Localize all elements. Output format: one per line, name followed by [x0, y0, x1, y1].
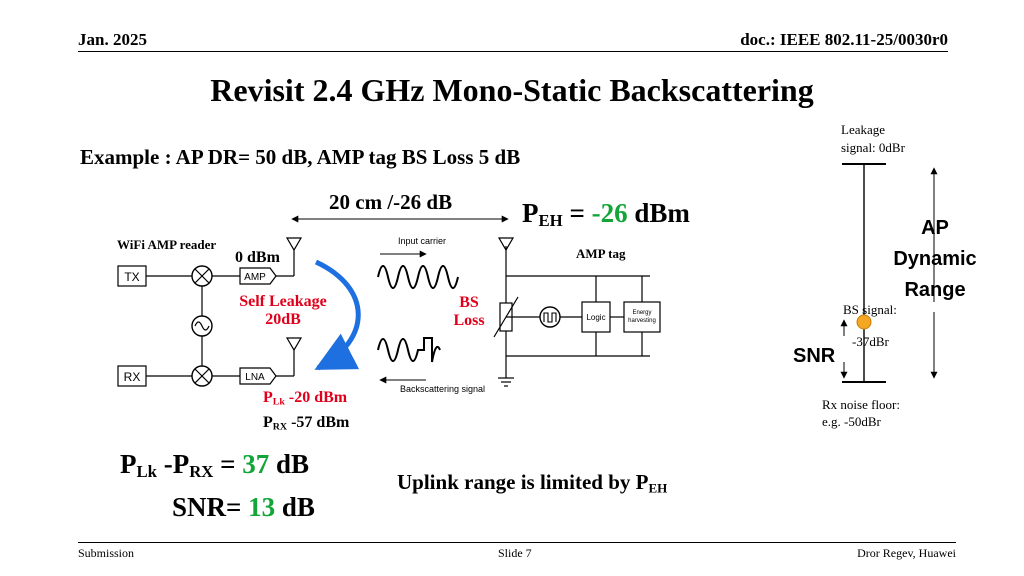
tx-text: TX [124, 270, 139, 284]
tx-power-label: 0 dBm [235, 249, 280, 266]
tx-mixer-icon [191, 265, 213, 287]
tag-antenna-icon [497, 237, 515, 252]
distance-label: 20 cm /-26 dB [329, 190, 453, 214]
footer-slide-number: Slide 7 [498, 546, 532, 560]
reader-label: WiFi AMP reader [117, 237, 217, 252]
tx-antenna-icon [285, 237, 303, 252]
lna-text: LNA [245, 372, 265, 383]
plk-label: PLk -20 dBm [263, 389, 348, 408]
oscillator-icon [191, 315, 213, 337]
footer-submission: Submission [78, 546, 135, 560]
plk-prx-result: PLk -PRX = 37 dB [120, 449, 310, 482]
peh-label: PEH = -26 dBm [522, 198, 690, 231]
snr-result: SNR= 13 dB [172, 492, 315, 522]
energy-harvesting-block [623, 301, 661, 333]
lna-block [239, 367, 277, 385]
energy-text-1: Energy [632, 310, 651, 316]
header-rule [78, 51, 948, 52]
backscattering-text: Backscattering signal [400, 384, 485, 394]
backscatter-wave [377, 337, 441, 363]
logic-text: Logic [586, 313, 605, 322]
noise-floor-label: Rx noise floor:e.g. -50dBr [822, 397, 900, 429]
uplink-statement: Uplink range is limited by PEH [397, 470, 668, 496]
header-doc-id: doc.: IEEE 802.11-25/0030r0 [740, 30, 948, 49]
amp-text: AMP [244, 272, 266, 283]
footer-rule [78, 542, 956, 543]
amp-block [239, 267, 277, 285]
prx-label: PRX -57 dBm [263, 414, 350, 433]
header-date: Jan. 2025 [78, 30, 147, 49]
bs-signal-value: -37dBr [852, 334, 889, 349]
logic-block [581, 301, 611, 333]
bs-signal-dot [856, 314, 872, 330]
bs-signal-label: BS signal: [843, 302, 897, 317]
snr-label: SNR [793, 345, 836, 367]
input-carrier-text: Input carrier [398, 236, 446, 246]
rx-antenna-icon [285, 337, 303, 352]
energy-text-2: harvesting [628, 318, 656, 324]
rx-text: RX [124, 370, 141, 384]
amp-tag-label: AMP tag [576, 246, 626, 261]
example-text: Example : AP DR= 50 dB, AMP tag BS Loss … [80, 145, 521, 169]
footer-author: Dror Regev, Huawei [857, 546, 956, 560]
self-leakage-arrow [314, 259, 361, 371]
rx-mixer-icon [191, 365, 213, 387]
carrier-wave [377, 265, 459, 289]
slide-title: Revisit 2.4 GHz Mono-Static Backscatteri… [210, 72, 814, 108]
square-wave-source-icon [539, 306, 561, 328]
